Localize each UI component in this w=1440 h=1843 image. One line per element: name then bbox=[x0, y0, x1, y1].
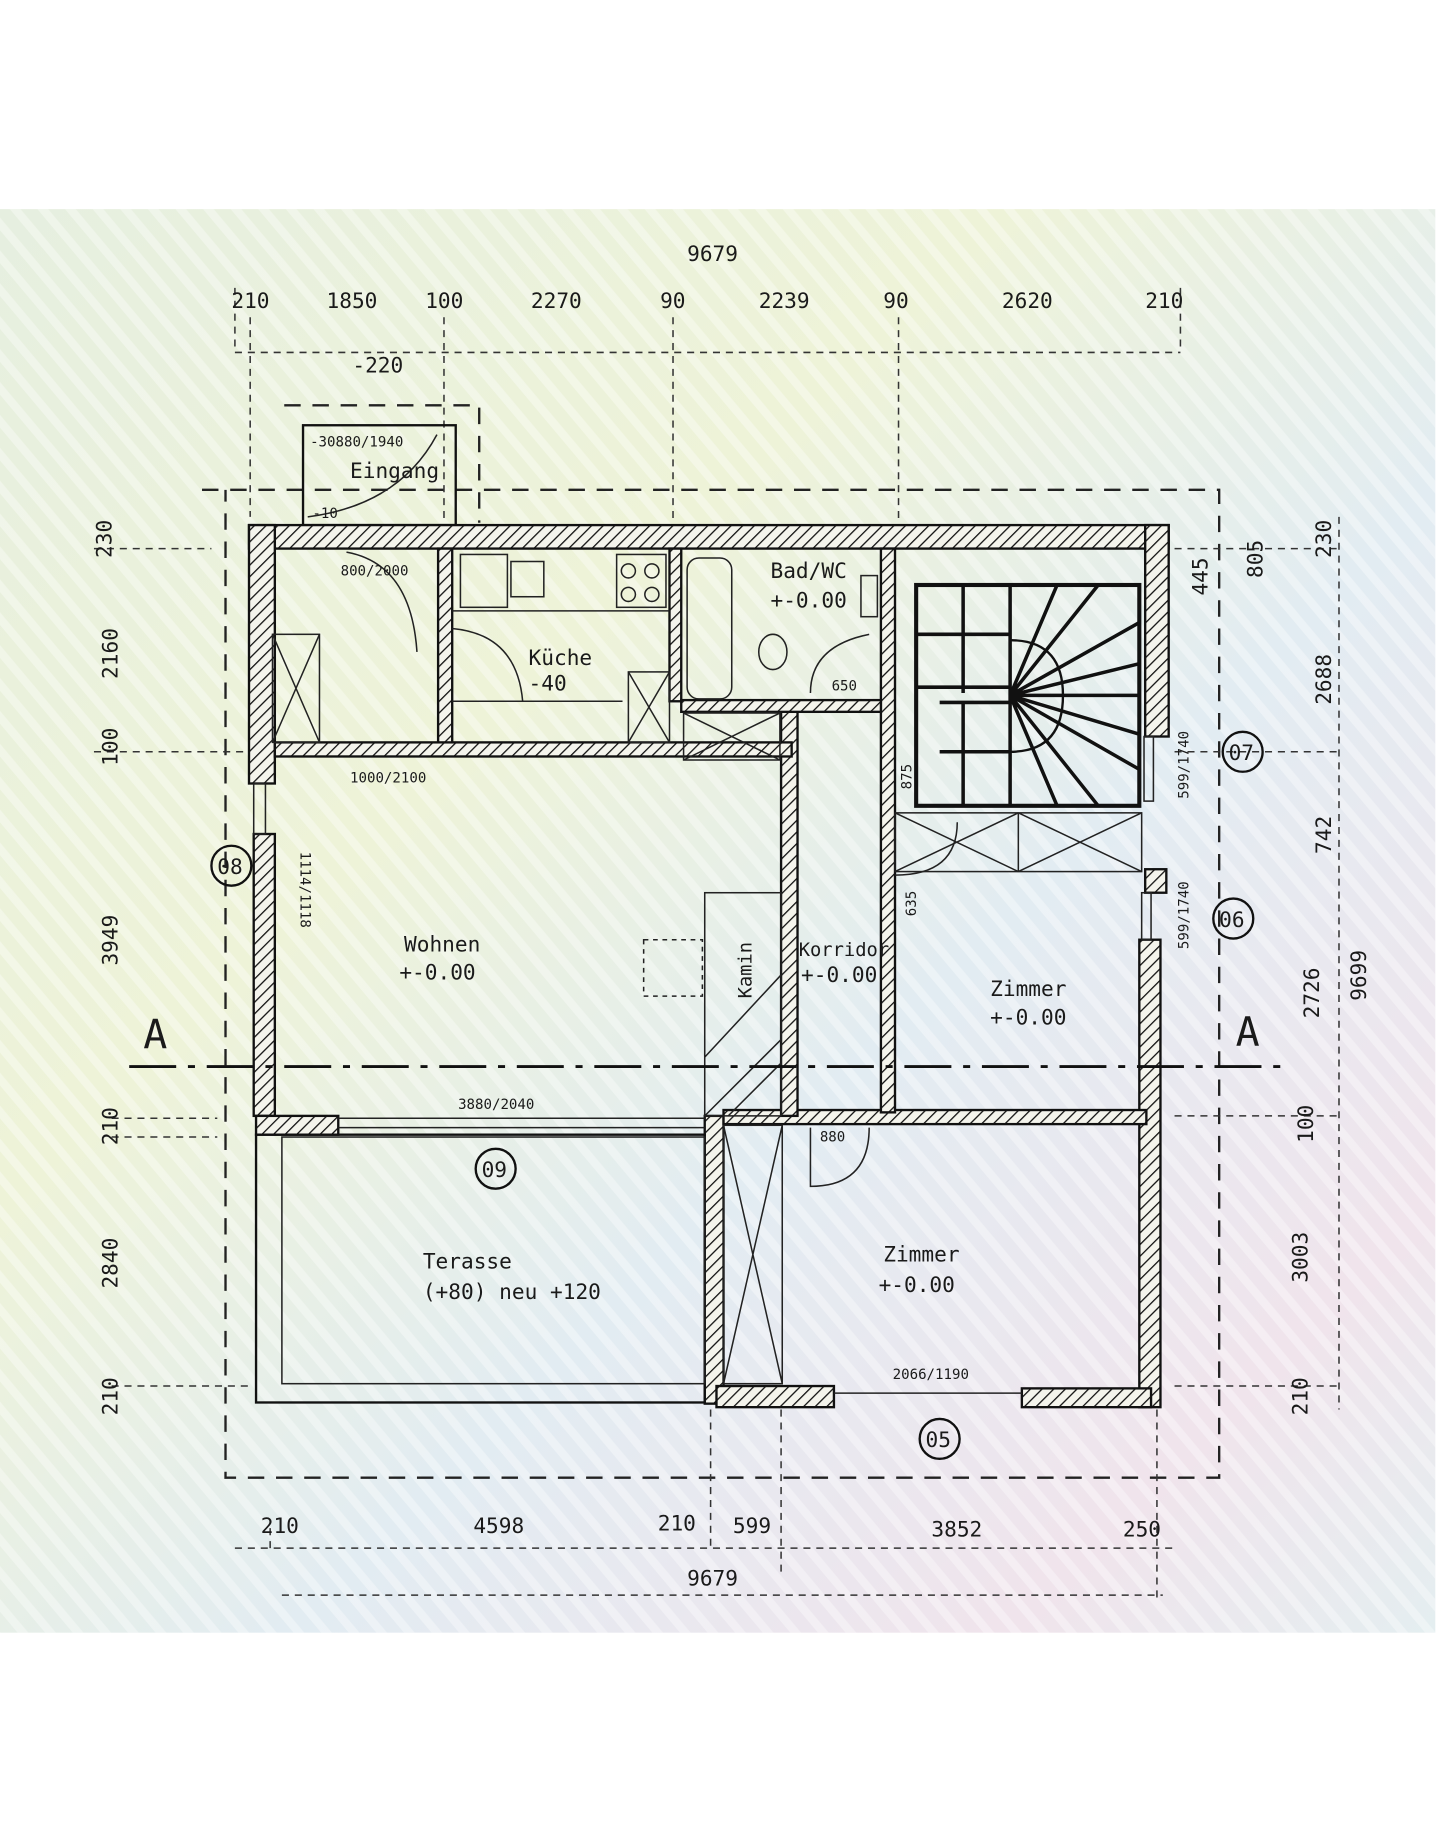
opening-label: 599/1740 bbox=[1177, 731, 1193, 799]
dim-right: 3003 bbox=[1287, 1232, 1312, 1283]
dim-top: 2270 bbox=[531, 288, 582, 313]
room-name-zimmer: Zimmer bbox=[990, 976, 1066, 1001]
opening-label: 1000/2100 bbox=[350, 770, 426, 786]
marker-06: 06 bbox=[1219, 907, 1244, 932]
dim-right: 742 bbox=[1311, 816, 1336, 854]
dim-top: 210 bbox=[231, 288, 269, 313]
dim-right-inner: 805 bbox=[1243, 540, 1268, 578]
room-name-terasse: Terasse bbox=[423, 1249, 512, 1274]
dim-left: 210 bbox=[97, 1107, 122, 1145]
dim-bottom: 3852 bbox=[931, 1516, 982, 1541]
entrance-level: -10 bbox=[312, 506, 337, 522]
dim-right: 100 bbox=[1293, 1105, 1318, 1143]
dimensions-right: 445 805 230 2688 742 2726 100 3003 210 9… bbox=[1187, 520, 1371, 1416]
roof-outline bbox=[202, 488, 1221, 1479]
opening-label: 3880/2040 bbox=[458, 1097, 534, 1113]
room-name-kamin: Kamin bbox=[736, 942, 757, 999]
fixtures bbox=[252, 551, 1155, 1385]
marker-08: 08 bbox=[217, 854, 242, 879]
marker-05: 05 bbox=[926, 1427, 951, 1452]
dimensions-bottom: 210 4598 210 599 3852 250 9679 bbox=[261, 1511, 1161, 1591]
room-level-kueche: -40 bbox=[529, 671, 567, 696]
dimensions-top: 9679 210 1850 100 2270 90 2239 90 2620 2… bbox=[231, 241, 1183, 378]
dim-overall-top: 9679 bbox=[687, 241, 738, 266]
room-name-wohnen: Wohnen bbox=[404, 931, 480, 956]
room-name-kueche: Küche bbox=[529, 645, 593, 670]
dim-left: 210 bbox=[97, 1377, 122, 1415]
room-level-zimmer-lower: +-0.00 bbox=[879, 1272, 955, 1297]
room-level-terasse: (+80) neu +120 bbox=[423, 1279, 601, 1304]
facade-markers: 07 06 08 09 05 bbox=[210, 730, 1264, 1461]
dim-left: 230 bbox=[92, 520, 117, 558]
opening-labels: 800/2000 1000/2100 1114/1118 650 875 635… bbox=[297, 564, 1193, 1383]
opening-label: 2066/1190 bbox=[893, 1367, 969, 1383]
dim-overall-right: 9699 bbox=[1346, 950, 1371, 1001]
dim-overall-bottom: 9679 bbox=[687, 1566, 738, 1591]
room-level-korridor: +-0.00 bbox=[801, 962, 877, 987]
dim-top: 210 bbox=[1145, 288, 1183, 313]
room-level-zimmer: +-0.00 bbox=[990, 1004, 1066, 1029]
room-labels: Küche -40 Bad/WC +-0.00 Wohnen +-0.00 Ko… bbox=[399, 558, 1066, 1304]
dimension-guides bbox=[93, 287, 1340, 1598]
dim-right: 2688 bbox=[1311, 654, 1336, 705]
dim-top: 90 bbox=[883, 288, 908, 313]
opening-label: 635 bbox=[904, 891, 920, 916]
dim-entrance-offset: -220 bbox=[352, 352, 403, 377]
opening-label: 800/2000 bbox=[341, 564, 409, 580]
room-level-wohnen: +-0.00 bbox=[399, 960, 475, 985]
opening-label: 875 bbox=[899, 764, 915, 789]
terrace-slab bbox=[254, 1117, 1022, 1404]
dim-left: 2840 bbox=[97, 1238, 122, 1289]
dim-top: 1850 bbox=[327, 288, 378, 313]
dim-top: 90 bbox=[660, 288, 685, 313]
room-name-zimmer-lower: Zimmer bbox=[883, 1242, 959, 1267]
dim-bottom: 210 bbox=[658, 1511, 696, 1536]
room-name-korridor: Korridor bbox=[799, 940, 889, 961]
dim-left: 100 bbox=[97, 728, 122, 766]
walls bbox=[247, 523, 1170, 1409]
dim-bottom: 4598 bbox=[473, 1513, 524, 1538]
dim-top: 100 bbox=[425, 288, 463, 313]
section-label-right: A bbox=[1236, 1009, 1260, 1055]
opening-label: 599/1740 bbox=[1177, 881, 1193, 949]
dim-right: 230 bbox=[1311, 520, 1336, 558]
dim-bottom: 599 bbox=[733, 1513, 771, 1538]
opening-label: 1114/1118 bbox=[297, 852, 313, 928]
entrance: -30880/1940 Eingang -10 bbox=[284, 404, 481, 527]
marker-09: 09 bbox=[482, 1157, 507, 1182]
room-name-bad: Bad/WC bbox=[771, 558, 847, 583]
dimensions-left: 230 2160 100 3949 210 2840 210 bbox=[92, 520, 123, 1416]
marker-07: 07 bbox=[1229, 740, 1254, 765]
entrance-door-label: -30880/1940 bbox=[310, 434, 403, 450]
room-level-bad: +-0.00 bbox=[771, 587, 847, 612]
opening-label: 880 bbox=[820, 1130, 845, 1146]
dim-right: 2726 bbox=[1299, 968, 1324, 1019]
dim-right-inner: 445 bbox=[1187, 557, 1212, 595]
dim-left: 2160 bbox=[97, 628, 122, 679]
dim-top: 2620 bbox=[1002, 288, 1053, 313]
dim-right: 210 bbox=[1287, 1377, 1312, 1415]
entrance-label: Eingang bbox=[350, 458, 439, 483]
dim-left: 3949 bbox=[97, 915, 122, 966]
dim-bottom: 210 bbox=[261, 1513, 299, 1538]
opening-label: 650 bbox=[832, 679, 857, 695]
staircase bbox=[914, 582, 1142, 808]
dim-top: 2239 bbox=[759, 288, 810, 313]
dim-bottom: 250 bbox=[1123, 1516, 1161, 1541]
section-label-left: A bbox=[143, 1012, 167, 1058]
